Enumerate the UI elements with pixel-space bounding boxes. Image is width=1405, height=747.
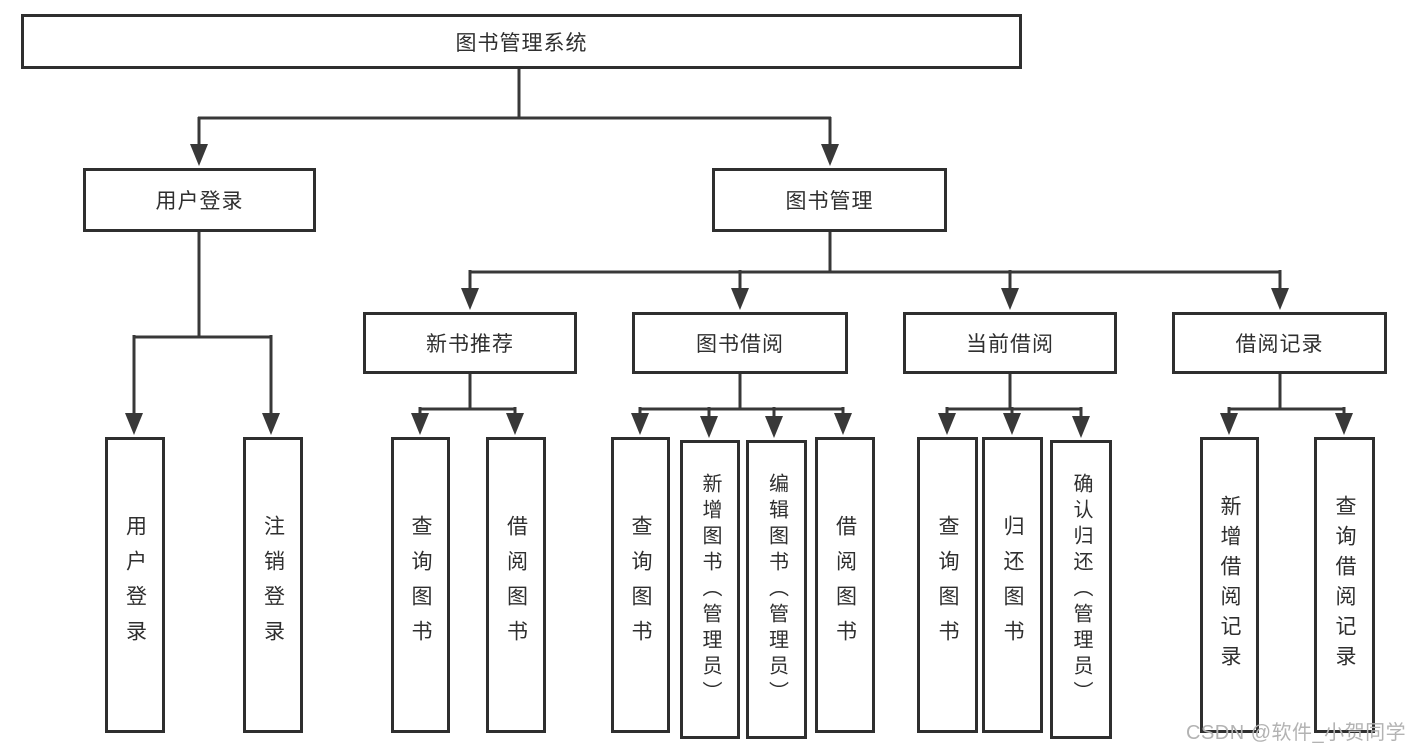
connector-borrow-record-to-leaves <box>1227 374 1346 414</box>
node-book-management: 图书管理 <box>712 168 947 232</box>
arrow-down-icon <box>125 413 143 435</box>
leaf-confirm-return-admin: 确认归还（管理员） <box>1050 440 1112 739</box>
leaf-add-borrow-record-label: 新增借阅记录 <box>1218 495 1241 675</box>
node-borrow-records-label: 借阅记录 <box>1235 333 1324 356</box>
node-user-login: 用户登录 <box>83 168 316 232</box>
arrow-down-icon <box>262 413 280 435</box>
connector-book-borrow-to-leaves <box>638 374 845 416</box>
arrow-down-icon <box>1220 413 1238 435</box>
leaf-query-book: 查询图书 <box>611 437 670 733</box>
arrow-down-icon <box>190 144 208 166</box>
connector-user-login-to-leaves <box>132 232 273 414</box>
leaf-query-book: 查询图书 <box>391 437 450 733</box>
leaf-borrow-book-label: 借阅图书 <box>504 515 528 655</box>
node-borrow-records: 借阅记录 <box>1172 312 1387 374</box>
arrow-down-icon <box>731 288 749 310</box>
arrow-down-icon <box>411 413 429 435</box>
leaf-query-borrow-record: 查询借阅记录 <box>1314 437 1375 733</box>
connector-root-to-level2 <box>197 68 832 146</box>
node-current-borrowing-label: 当前借阅 <box>966 333 1054 356</box>
leaf-user-login: 用户登录 <box>105 437 165 733</box>
arrow-down-icon <box>1003 413 1021 435</box>
connector-book-mgmt-to-level3 <box>468 232 1282 290</box>
connector-new-book-to-leaves <box>418 374 517 414</box>
leaf-query-book: 查询图书 <box>917 437 978 733</box>
arrow-down-icon <box>834 413 852 435</box>
leaf-borrow-book: 借阅图书 <box>815 437 875 733</box>
leaf-query-book-label: 查询图书 <box>629 515 652 655</box>
leaf-user-login-label: 用户登录 <box>123 515 147 655</box>
leaf-return-book-label: 归还图书 <box>1001 515 1024 655</box>
leaf-query-borrow-record-label: 查询借阅记录 <box>1333 495 1356 675</box>
node-root-label: 图书管理系统 <box>455 31 588 55</box>
arrow-down-icon <box>1001 288 1019 310</box>
leaf-return-book: 归还图书 <box>982 437 1043 733</box>
csdn-watermark: CSDN @软件_小贺同学 <box>1186 722 1405 744</box>
leaf-edit-book-admin-label: 编辑图书（管理员） <box>765 472 788 707</box>
leaf-borrow-book-label: 借阅图书 <box>833 515 857 655</box>
leaf-logout-login-label: 注销登录 <box>261 515 285 655</box>
arrow-down-icon <box>1271 288 1289 310</box>
leaf-add-book-admin: 新增图书（管理员） <box>680 440 740 739</box>
leaf-query-book-label: 查询图书 <box>936 515 959 655</box>
node-root: 图书管理系统 <box>21 14 1022 69</box>
arrow-down-icon <box>1072 416 1090 438</box>
leaf-add-book-admin-label: 新增图书（管理员） <box>699 472 721 707</box>
leaf-logout-login: 注销登录 <box>243 437 303 733</box>
leaf-query-book-label: 查询图书 <box>409 515 432 655</box>
arrow-down-icon <box>1335 413 1353 435</box>
leaf-confirm-return-admin-label: 确认归还（管理员） <box>1070 472 1092 707</box>
leaf-add-borrow-record: 新增借阅记录 <box>1200 437 1259 733</box>
node-current-borrowing: 当前借阅 <box>903 312 1117 374</box>
arrow-down-icon <box>700 416 718 438</box>
node-book-management-label: 图书管理 <box>785 190 874 213</box>
node-user-login-label: 用户登录 <box>155 190 244 213</box>
leaf-borrow-book: 借阅图书 <box>486 437 546 733</box>
arrow-down-icon <box>938 413 956 435</box>
arrow-down-icon <box>765 416 783 438</box>
leaf-edit-book-admin: 编辑图书（管理员） <box>746 440 807 739</box>
arrow-down-icons <box>125 144 1353 438</box>
node-book-borrowing-label: 图书借阅 <box>696 333 784 356</box>
arrow-down-icon <box>461 288 479 310</box>
arrow-down-icon <box>821 144 839 166</box>
arrow-down-icon <box>631 413 649 435</box>
connector-current-borrow-to-leaves <box>945 374 1083 416</box>
arrow-down-icon <box>506 413 524 435</box>
node-new-book-recommend: 新书推荐 <box>363 312 577 374</box>
node-new-book-recommend-label: 新书推荐 <box>426 333 514 356</box>
node-book-borrowing: 图书借阅 <box>632 312 848 374</box>
